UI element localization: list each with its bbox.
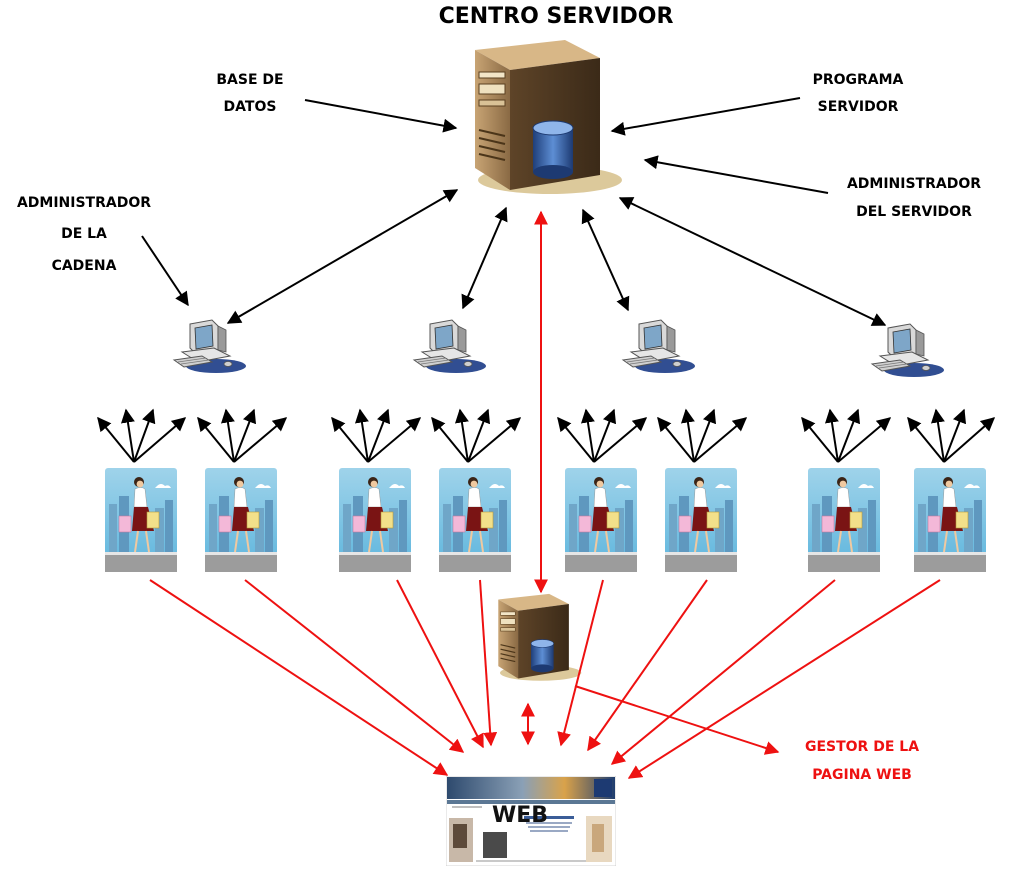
label-base-de-datos: BASE DE DATOS	[216, 72, 283, 115]
svg-text:CADENA: CADENA	[52, 258, 117, 274]
black-arrows-labels	[141, 97, 829, 307]
computer-icon	[622, 319, 696, 374]
label-gestor-web: GESTOR DE LA PAGINA WEB	[805, 739, 919, 783]
main-server-icon	[474, 40, 623, 195]
shop-fan-arrows	[97, 408, 996, 463]
computer-icon	[871, 323, 945, 378]
label-administrador-cadena: ADMINISTRADOR DE LA CADENA	[17, 195, 151, 274]
svg-text:ADMINISTRADOR: ADMINISTRADOR	[847, 176, 981, 192]
diagram-title: CENTRO SERVIDOR	[439, 4, 674, 29]
svg-text:DATOS: DATOS	[224, 99, 277, 115]
shop-icon	[808, 468, 880, 572]
shop-icon	[665, 468, 737, 572]
computer-icon	[173, 319, 247, 374]
svg-text:DE LA: DE LA	[61, 226, 107, 242]
label-programa-servidor: PROGRAMA SERVIDOR	[813, 72, 904, 115]
svg-text:DEL SERVIDOR: DEL SERVIDOR	[856, 204, 972, 220]
web-page-icon: WEB	[446, 776, 616, 866]
svg-text:GESTOR DE LA: GESTOR DE LA	[805, 739, 919, 755]
black-arrows-computers	[226, 189, 887, 326]
label-administrador-servidor: ADMINISTRADOR DEL SERVIDOR	[847, 176, 981, 220]
web-label: WEB	[492, 803, 548, 828]
computer-icon	[413, 319, 487, 374]
svg-text:ADMINISTRADOR: ADMINISTRADOR	[17, 195, 151, 211]
shop-icon	[339, 468, 411, 572]
shop-icon	[105, 468, 177, 572]
shop-icon	[565, 468, 637, 572]
svg-text:PROGRAMA: PROGRAMA	[813, 72, 904, 88]
svg-text:BASE DE: BASE DE	[216, 72, 283, 88]
shop-icon	[205, 468, 277, 572]
svg-text:SERVIDOR: SERVIDOR	[818, 99, 899, 115]
shop-icon	[439, 468, 511, 572]
red-arrows	[149, 210, 941, 779]
web-server-icon	[497, 593, 582, 682]
svg-text:PAGINA WEB: PAGINA WEB	[812, 767, 912, 783]
shop-icon	[914, 468, 986, 572]
